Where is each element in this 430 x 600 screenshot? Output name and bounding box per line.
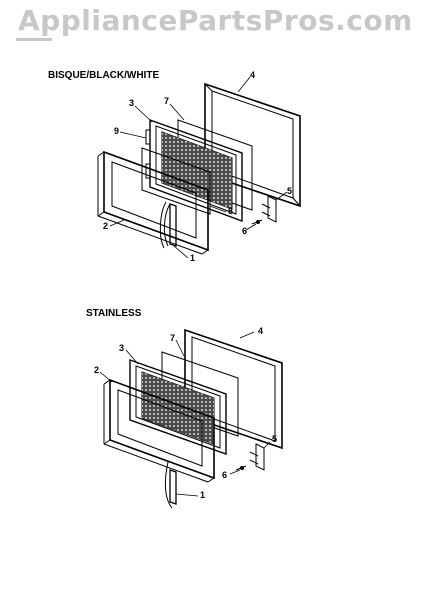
callout-5-bottom: 5 bbox=[272, 434, 277, 444]
part-3-mesh-screen-top bbox=[161, 131, 233, 210]
leader-lines-top bbox=[109, 76, 288, 259]
watermark-text: AppliancePartsPros.com bbox=[18, 4, 413, 37]
part-3-inner-panel-bottom bbox=[129, 359, 227, 455]
watermark-underline bbox=[16, 38, 52, 41]
callout-7-top: 7 bbox=[164, 96, 169, 106]
callout-6-top: 6 bbox=[242, 226, 247, 236]
part-2-front-door-bottom bbox=[103, 378, 215, 483]
callout-6-bottom: 6 bbox=[222, 470, 227, 480]
callout-4-bottom: 4 bbox=[258, 326, 263, 336]
part-2-front-door-top bbox=[97, 150, 209, 255]
callout-9-top: 9 bbox=[114, 126, 119, 136]
leader-lines-bottom bbox=[99, 331, 271, 497]
part-6-screw-top bbox=[251, 219, 263, 225]
part-6-screw-bottom bbox=[235, 465, 247, 471]
callout-8-top: 8 bbox=[228, 206, 233, 216]
part-5-latch-bottom bbox=[249, 443, 265, 471]
section-title-stainless: STAINLESS bbox=[86, 308, 142, 319]
callout-1-top: 1 bbox=[190, 253, 195, 263]
callout-2-bottom: 2 bbox=[94, 365, 99, 375]
callout-5-top: 5 bbox=[287, 186, 292, 196]
callout-3-top: 3 bbox=[129, 98, 134, 108]
section-title-bisque: BISQUE/BLACK/WHITE bbox=[48, 70, 160, 81]
callout-4-top: 4 bbox=[250, 70, 255, 80]
part-5-latch-top bbox=[261, 195, 277, 223]
callout-7-bottom: 7 bbox=[170, 333, 175, 343]
part-9-spacer-top bbox=[145, 129, 151, 179]
part-1-handle-bottom bbox=[164, 461, 177, 509]
callout-2-top: 2 bbox=[103, 221, 108, 231]
part-8-glass-top bbox=[141, 147, 211, 215]
part-1-handle-top bbox=[159, 201, 177, 249]
callout-3-bottom: 3 bbox=[119, 343, 124, 353]
callout-1-bottom: 1 bbox=[200, 490, 205, 500]
part-3-mesh-screen-bottom bbox=[141, 371, 215, 445]
